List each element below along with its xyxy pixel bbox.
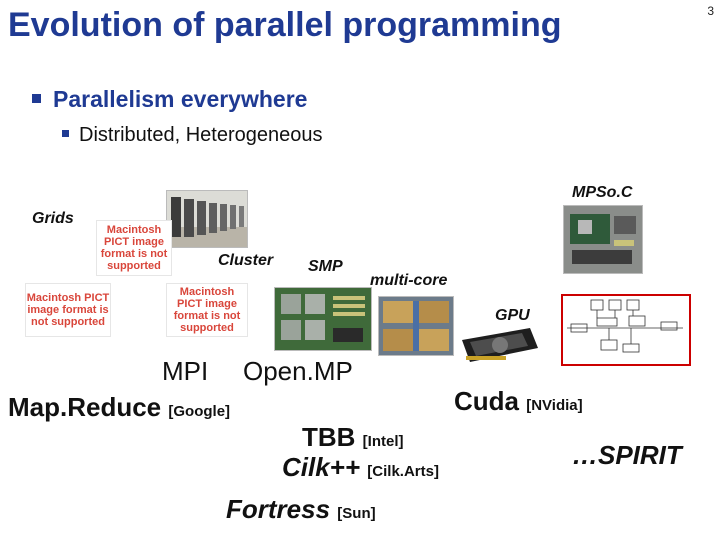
pict-placeholder: Macintosh PICT image format is not suppo… bbox=[96, 220, 172, 276]
bullet-square-icon bbox=[62, 130, 69, 138]
multicore-die-photo bbox=[378, 296, 454, 356]
mapreduce-item: Map.Reduce [Google] bbox=[8, 392, 230, 423]
mpsoc-board-image bbox=[564, 206, 642, 273]
cilk-vendor: [Cilk.Arts] bbox=[367, 463, 439, 480]
grids-label: Grids bbox=[32, 210, 74, 227]
gpu-card-photo bbox=[460, 326, 540, 364]
bullet-square-icon bbox=[32, 94, 41, 104]
tbb-vendor: [Intel] bbox=[362, 433, 404, 450]
fortress-vendor: [Sun] bbox=[337, 505, 376, 522]
openmp-label: Open.MP bbox=[243, 356, 353, 386]
bullet-level1-text: Parallelism everywhere bbox=[53, 86, 308, 112]
bullet-level2-text: Distributed, Heterogeneous bbox=[79, 124, 323, 146]
bullet-level2: Distributed, Heterogeneous bbox=[62, 124, 322, 147]
cilk-label: Cilk++ bbox=[282, 452, 361, 482]
smp-label: SMP bbox=[308, 258, 343, 275]
cluster-photo bbox=[166, 190, 248, 248]
mpsoc-block-diagram bbox=[561, 294, 691, 366]
smp-board-photo bbox=[274, 287, 372, 351]
cuda-item: Cuda [NVidia] bbox=[454, 386, 583, 417]
cuda-label: Cuda bbox=[454, 386, 519, 416]
mapreduce-label: Map.Reduce bbox=[8, 392, 162, 422]
bullet-level1: Parallelism everywhere bbox=[32, 86, 307, 113]
cluster-racks-image bbox=[167, 191, 247, 247]
multicore-label: multi-core bbox=[370, 272, 448, 289]
multicore-die-image bbox=[379, 297, 453, 355]
mpsoc-block-diagram-image bbox=[567, 299, 683, 353]
gpu-label: GPU bbox=[495, 307, 530, 324]
cuda-vendor: [NVidia] bbox=[526, 397, 583, 414]
spirit-label: …SPIRIT bbox=[572, 440, 682, 470]
tbb-item: TBB [Intel] bbox=[302, 422, 404, 453]
gpu-card-image bbox=[462, 328, 538, 362]
slide-title: Evolution of parallel programming bbox=[8, 6, 562, 44]
pict-placeholder: Macintosh PICT image format is not suppo… bbox=[25, 283, 111, 337]
mapreduce-vendor: [Google] bbox=[168, 403, 231, 420]
mpsoc-label: MPSo.C bbox=[572, 184, 633, 201]
cilk-item: Cilk++ [Cilk.Arts] bbox=[282, 452, 439, 483]
mpi-label: MPI bbox=[162, 356, 209, 386]
cluster-label: Cluster bbox=[218, 252, 274, 269]
tbb-label: TBB bbox=[302, 422, 356, 452]
smp-board-image bbox=[275, 288, 371, 350]
mpsoc-board-photo bbox=[563, 205, 643, 274]
fortress-item: Fortress [Sun] bbox=[226, 494, 376, 525]
fortress-label: Fortress bbox=[226, 494, 331, 524]
page-number: 3 bbox=[707, 4, 714, 18]
pict-placeholder: Macintosh PICT image format is not suppo… bbox=[166, 283, 248, 337]
